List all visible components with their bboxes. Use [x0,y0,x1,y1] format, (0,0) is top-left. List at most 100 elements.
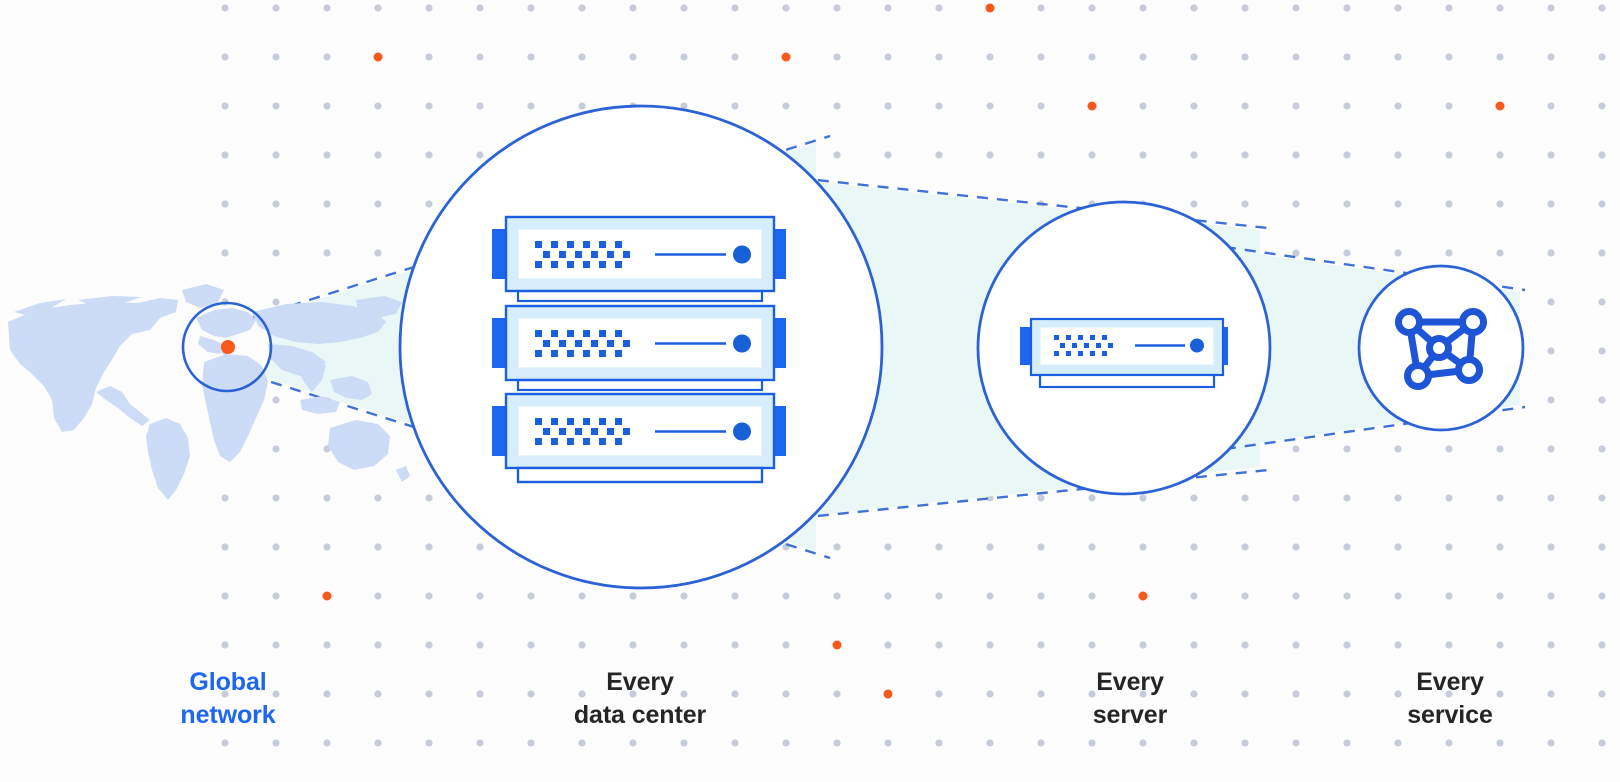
grid-dot [425,494,433,502]
server-unit [492,304,786,392]
grid-dot [1445,592,1453,600]
grid-dot [986,739,994,747]
grid-dot [1343,102,1351,110]
grid-dot [1139,53,1147,61]
grid-dot [527,592,535,600]
grid-dot [272,53,280,61]
grid-dot [1241,641,1249,649]
grid-dot [782,641,790,649]
rack-base [516,466,764,484]
grid-dot [374,151,382,159]
grid-dot [1496,592,1504,600]
grid-dot [782,739,790,747]
grid-dot [374,102,382,110]
grid-dot [323,739,331,747]
grid-dot [476,592,484,600]
grid-dot [1598,445,1606,453]
grid-dot [1292,151,1300,159]
grid-dot [1037,543,1045,551]
grid-dot [323,249,331,257]
grid-dot [1547,298,1555,306]
grid-dot [1445,739,1453,747]
grid-dot-highlight [832,640,842,650]
grid-dot [1547,690,1555,698]
grid-dot [1496,543,1504,551]
grid-dot [578,641,586,649]
grid-dot-highlight [1138,591,1148,601]
grid-dot [629,592,637,600]
grid-dot [476,53,484,61]
grid-dot [1241,739,1249,747]
dash-server-service-top [1224,245,1526,292]
grid-dot [1088,739,1096,747]
grid-dot [1445,151,1453,159]
grid-dot [1088,543,1096,551]
grid-dot [986,592,994,600]
grid-dot [1394,494,1402,502]
grid-dot [884,53,892,61]
grid-dot [1139,739,1147,747]
grid-dot [1394,102,1402,110]
grid-dot [1139,102,1147,110]
grid-dot [272,298,280,306]
grid-dot [1598,151,1606,159]
grid-dot [1547,641,1555,649]
grid-dot [884,543,892,551]
grid-dot [578,53,586,61]
grid-dot [221,494,229,502]
label-every-data-center: Every data center [573,668,707,729]
grid-dot [935,641,943,649]
grid-dot [272,641,280,649]
grid-dot [731,102,739,110]
server-unit [492,392,786,470]
grid-dot [833,690,841,698]
grid-dot [476,690,484,698]
grid-dot [935,102,943,110]
grid-dot [1343,641,1351,649]
grid-dot [1547,4,1555,12]
grid-dot [476,641,484,649]
grid-dot [1394,445,1402,453]
grid-dot [1496,249,1504,257]
grid-dot [1292,494,1300,502]
grid-dot [782,690,790,698]
network-node [1455,356,1483,384]
grid-dot [1241,151,1249,159]
grid-dot [1547,494,1555,502]
grid-dot [1190,200,1198,208]
grid-dot [1598,200,1606,208]
grid-dot [221,102,229,110]
grid-dot [1547,200,1555,208]
grid-dot [1394,690,1402,698]
grid-dot [1088,4,1096,12]
grid-dot [272,396,280,404]
grid-dot [1037,151,1045,159]
grid-dot [1598,739,1606,747]
grid-dot [1598,543,1606,551]
grid-dot [425,200,433,208]
grid-dot [1496,690,1504,698]
label-every-service: Every service [1407,668,1493,729]
global-network-marker-dot [221,340,235,354]
grid-dot [986,102,994,110]
grid-dot [1139,494,1147,502]
grid-dot [1445,102,1453,110]
grid-dot [731,4,739,12]
grid-dot [1190,641,1198,649]
grid-dot [578,4,586,12]
global-network-highlight [181,301,273,393]
status-led-icon [733,422,751,441]
grid-dot [1496,494,1504,502]
grid-dot [884,102,892,110]
dash-server-service-bottom [1224,405,1526,451]
grid-dot [1292,641,1300,649]
grid-dot [1394,249,1402,257]
grid-dot [1190,4,1198,12]
grid-dot [629,641,637,649]
grid-dot [1394,739,1402,747]
grid-dot [629,739,637,747]
grid-dot [374,592,382,600]
grid-dot [1598,494,1606,502]
grid-dot [884,739,892,747]
